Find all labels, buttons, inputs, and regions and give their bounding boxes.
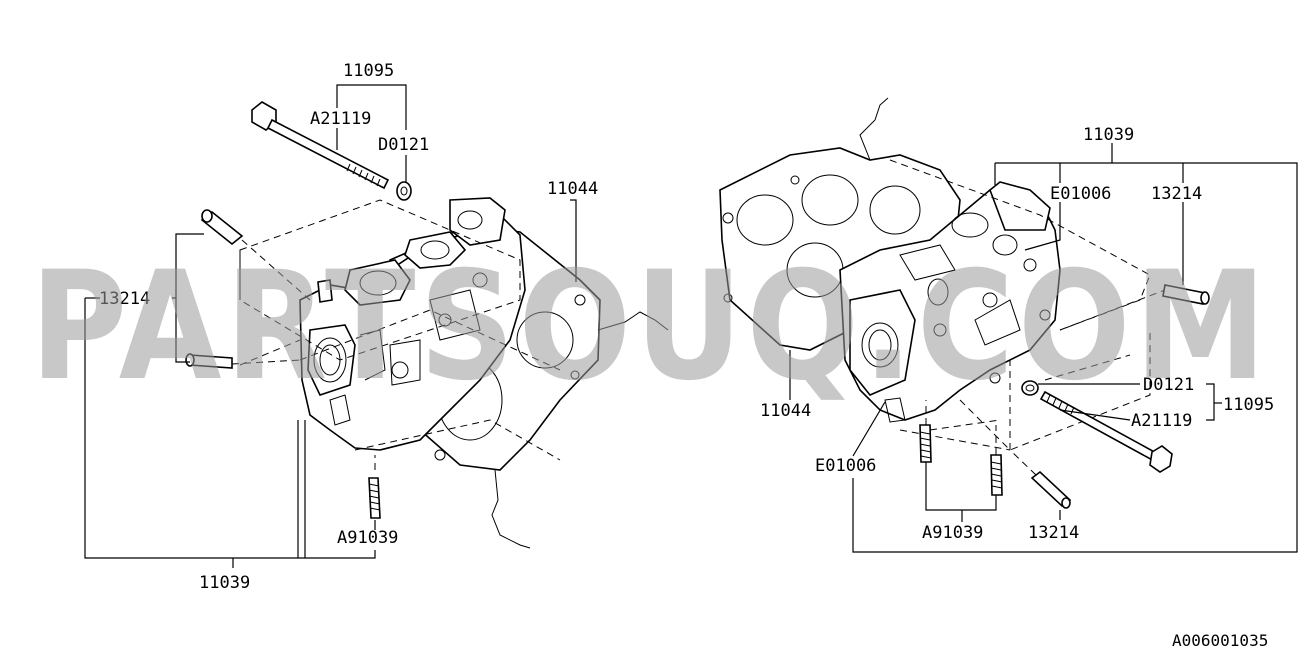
left-label-a21119: A21119	[310, 109, 371, 129]
diagram-reference-number: A006001035	[1172, 631, 1268, 650]
left-label-11039: 11039	[199, 573, 250, 593]
left-assembly: 11095 A21119 D0121 11044 13214 A91039 11…	[84, 61, 669, 593]
right-leader-lines	[789, 143, 1298, 553]
right-assembly: 11039 E01006 13214 11044 E01006 D0121 A2…	[719, 97, 1298, 553]
right-label-a21119: A21119	[1131, 411, 1192, 431]
left-washer	[396, 181, 412, 201]
right-stud-left	[919, 424, 932, 463]
left-label-11044: 11044	[547, 179, 598, 199]
left-label-13214: 13214	[99, 289, 150, 309]
right-dowel-bottom	[1030, 470, 1072, 509]
right-label-11095: 11095	[1223, 395, 1274, 415]
right-label-e01006-lower: E01006	[815, 456, 876, 476]
right-label-13214-bottom: 13214	[1028, 523, 1079, 543]
right-stud-right	[990, 454, 1003, 496]
left-cylinder-head	[299, 197, 526, 451]
right-label-13214-top: 13214	[1151, 184, 1202, 204]
left-label-a91039: A91039	[337, 528, 398, 548]
left-label-11095: 11095	[343, 61, 394, 81]
right-washer	[1021, 380, 1039, 396]
right-head-bolt	[1039, 390, 1173, 473]
left-label-d0121: D0121	[378, 135, 429, 155]
right-dowel-top	[1162, 284, 1210, 305]
right-cylinder-head	[839, 181, 1061, 423]
left-head-bolt	[251, 101, 390, 190]
watermark-text: PARTSOUQ.COM	[30, 240, 1270, 414]
right-label-a91039: A91039	[922, 523, 983, 543]
right-label-11039: 11039	[1083, 125, 1134, 145]
left-stud	[368, 477, 381, 519]
right-label-d0121: D0121	[1143, 375, 1194, 395]
left-dowel-top	[200, 209, 244, 246]
left-dashed-outline	[239, 199, 561, 461]
left-leader-lines	[84, 84, 577, 568]
right-label-11044: 11044	[760, 401, 811, 421]
right-label-e01006: E01006	[1050, 184, 1111, 204]
right-dashed-outline	[889, 159, 1166, 451]
